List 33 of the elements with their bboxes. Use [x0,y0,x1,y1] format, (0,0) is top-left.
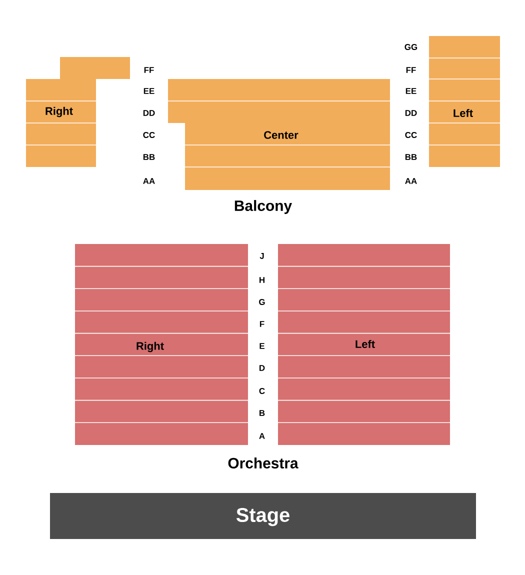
seating-section: Left [278,244,450,445]
node-label: Right [46,106,73,118]
seating-section: Center [184,123,390,190]
row-label: FF [406,67,416,73]
row-label: B [260,410,265,416]
seating-section [60,57,130,79]
row-label: FF [144,67,154,73]
row-label: AA [405,178,417,184]
row-label: D [260,365,265,371]
row-label: DD [405,110,417,116]
row-label: C [259,388,265,394]
row-label: DD [143,110,155,116]
row-label: BB [405,154,417,160]
row-label: E [260,343,264,349]
row-label: GG [404,44,418,50]
row-label: J [260,253,264,259]
row-label: EE [406,88,416,94]
seating-section: Right [74,244,248,445]
stage-block: Stage [50,493,476,539]
section-title: Balcony [234,200,292,214]
row-label: CC [143,132,155,138]
row-label: EE [144,88,154,94]
section-title: Orchestra [228,458,298,468]
row-label: BB [143,154,155,160]
row-label: AA [143,178,155,184]
node-label: Center [264,131,298,139]
seating-section [168,79,390,123]
row-label: F [260,321,264,327]
row-label: A [259,433,265,439]
row-label: G [259,299,265,305]
row-label: H [260,277,264,283]
row-label: CC [405,132,417,138]
seating-section: Left [428,36,500,167]
